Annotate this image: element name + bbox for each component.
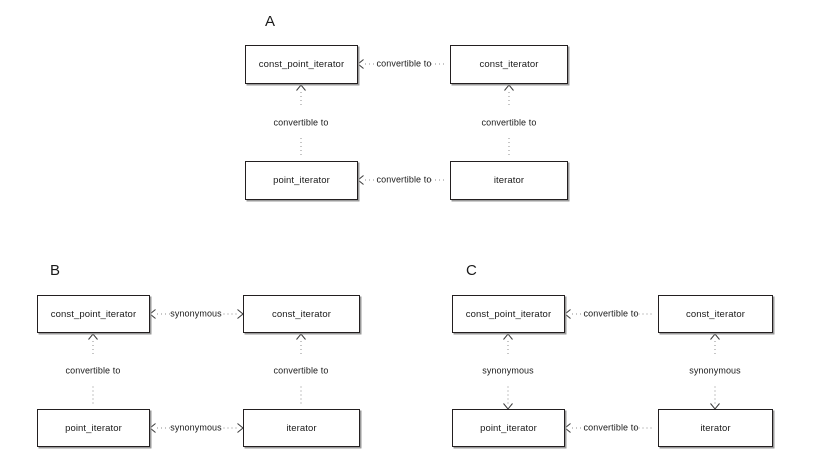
node-label: const_point_iterator xyxy=(465,308,552,320)
node-b-const-point-iterator[interactable]: const_point_iterator xyxy=(37,295,150,333)
node-label: iterator xyxy=(493,175,525,186)
node-b-iterator[interactable]: iterator xyxy=(243,409,360,447)
node-label: const_iterator xyxy=(479,59,539,70)
node-c-point-iterator[interactable]: point_iterator xyxy=(452,409,565,447)
edge-label: synonymous xyxy=(170,422,222,433)
edge-label: convertible to xyxy=(376,174,432,185)
node-b-const-iterator[interactable]: const_iterator xyxy=(243,295,360,333)
panel-label-a: A xyxy=(265,13,276,30)
edge-label: convertible to xyxy=(376,58,432,69)
edge-label: synonymous xyxy=(482,365,534,376)
panel-label-b: B xyxy=(50,262,61,279)
edge-label: convertible to xyxy=(481,117,537,128)
node-label: const_point_iterator xyxy=(50,308,137,320)
node-c-const-iterator[interactable]: const_iterator xyxy=(658,295,773,333)
node-label: point_iterator xyxy=(273,175,330,186)
edge-label: convertible to xyxy=(65,365,121,376)
edge-label: synonymous xyxy=(170,308,222,319)
edge-label: synonymous xyxy=(689,365,741,376)
node-c-const-point-iterator[interactable]: const_point_iterator xyxy=(452,295,565,333)
node-a-iterator[interactable]: iterator xyxy=(450,161,568,200)
node-label: const_iterator xyxy=(272,308,331,320)
node-label: point_iterator xyxy=(65,422,122,434)
node-a-point-iterator[interactable]: point_iterator xyxy=(245,161,358,200)
node-label: const_iterator xyxy=(686,308,745,320)
node-a-const-point-iterator[interactable]: const_point_iterator xyxy=(245,45,358,84)
edge-label: convertible to xyxy=(583,308,639,319)
edge-label: convertible to xyxy=(273,365,329,376)
panel-label-c: C xyxy=(466,262,478,279)
node-label: iterator xyxy=(700,422,731,434)
node-label: point_iterator xyxy=(480,422,537,434)
node-a-const-iterator[interactable]: const_iterator xyxy=(450,45,568,84)
edge-label: convertible to xyxy=(583,422,639,433)
node-b-point-iterator[interactable]: point_iterator xyxy=(37,409,150,447)
node-label: const_point_iterator xyxy=(258,59,345,70)
node-c-iterator[interactable]: iterator xyxy=(658,409,773,447)
edge-label: convertible to xyxy=(273,117,329,128)
node-label: iterator xyxy=(286,422,317,434)
